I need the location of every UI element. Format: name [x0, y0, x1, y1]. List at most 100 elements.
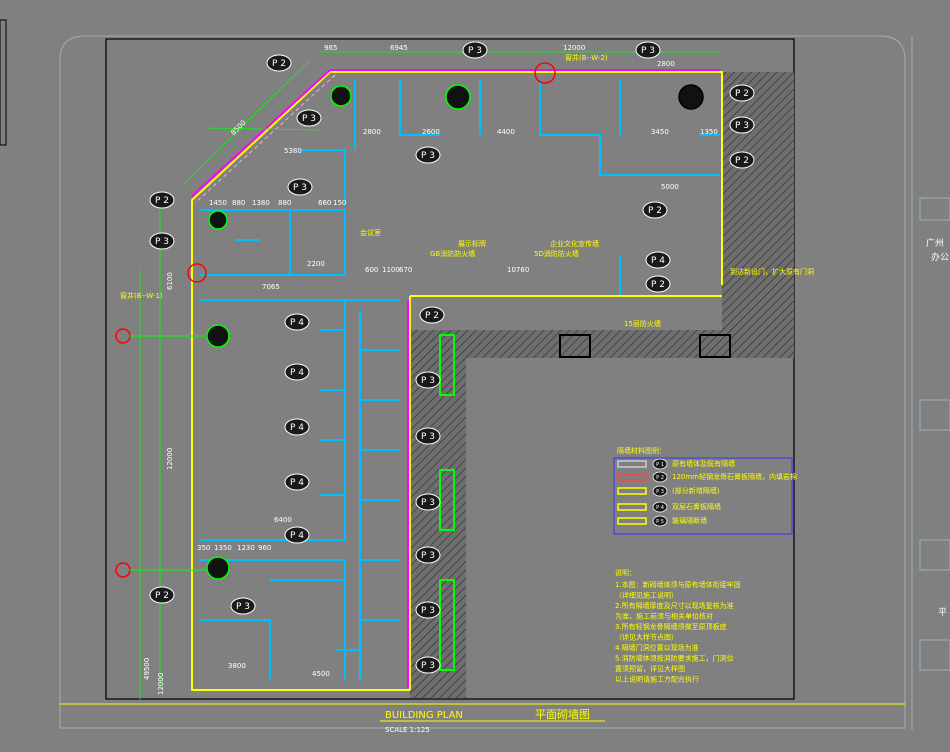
svg-text:P 3: P 3	[468, 46, 482, 56]
svg-text:P 3: P 3	[421, 661, 435, 671]
partition-tag-p4: P 4	[284, 473, 310, 491]
partition-tag-p3: P 3	[230, 597, 256, 615]
left-margin-box	[0, 19, 7, 146]
dim-top-3: 12000	[563, 44, 585, 52]
dim-r2-4: 880	[278, 199, 291, 207]
title-cn: 平面砌墙图	[535, 707, 590, 721]
legend-row: P 1 原有墙体及既有隔墙	[617, 458, 735, 470]
label-wall-a2: GB消防防火墙	[430, 249, 475, 258]
svg-text:P 3: P 3	[421, 606, 435, 616]
label-meeting: 会议室	[360, 228, 381, 237]
grid-markers	[115, 62, 556, 578]
partition-tag-p3: P 3	[296, 109, 322, 127]
partition-tag-p2: P 2	[645, 275, 671, 293]
partition-tag-p2: P 2	[642, 201, 668, 219]
partition-tag-p3: P 3	[729, 116, 755, 134]
svg-text:P 3: P 3	[656, 489, 664, 495]
svg-text:P 2: P 2	[735, 156, 749, 166]
svg-text:P 2: P 2	[272, 59, 286, 69]
label-wall-a: 展示标牌	[458, 239, 486, 248]
partition-tag-p3: P 3	[415, 601, 441, 619]
dim-r2-3: 1380	[252, 199, 270, 207]
plan-title: BUILDING PLAN 平面砌墙图 SCALE 1:125	[60, 703, 905, 734]
dim-top-2: 6945	[390, 44, 408, 52]
annotations: 窗井(B--W-2) 窗井(B--W-1) 展示标牌 GB消防防火墙 企业文化宣…	[120, 53, 814, 328]
svg-text:P 2: P 2	[155, 591, 169, 601]
svg-text:120mm轻钢龙骨石膏板隔墙，内填岩棉: 120mm轻钢龙骨石膏板隔墙，内填岩棉	[672, 472, 797, 481]
notes: 说明： 1.本图：新砌墙体须与原有墙体衔接牢固（详细见施工说明）2.所有隔墙厚度…	[615, 568, 741, 684]
column-5	[206, 324, 230, 348]
svg-text:P 3: P 3	[302, 114, 316, 124]
sheet-border	[59, 35, 906, 729]
svg-text:P 4: P 4	[290, 368, 304, 378]
partition-tag-p2: P 2	[419, 306, 445, 324]
svg-text:P 2: P 2	[155, 196, 169, 206]
partition-tag-p4: P 4	[645, 251, 671, 269]
partition-tag-p3: P 3	[415, 427, 441, 445]
svg-text:P 2: P 2	[425, 311, 439, 321]
grid-lines	[130, 335, 206, 571]
svg-text:P 3: P 3	[155, 237, 169, 247]
dim-r3-4: 600	[365, 266, 378, 274]
svg-text:P 4: P 4	[651, 256, 665, 266]
dim-r4-3: 4500	[312, 670, 330, 678]
note-lines: 1.本图：新砌墙体须与原有墙体衔接牢固（详细见施工说明）2.所有隔墙厚度及尺寸以…	[615, 580, 741, 684]
dim-r1-2: 2600	[422, 128, 440, 136]
note-line: （详细见施工说明）	[615, 591, 678, 600]
label-fire-wall: 15层防火墙	[624, 319, 661, 328]
partition-tag-p2: P 2	[149, 586, 175, 604]
partition-tag-p3: P 3	[287, 178, 313, 196]
exterior-walls	[191, 71, 723, 691]
svg-text:(部分新增隔墙): (部分新增隔墙)	[672, 486, 720, 495]
dim-b-1: 350	[197, 544, 210, 552]
svg-text:P 4: P 4	[290, 423, 304, 433]
partitions	[200, 80, 720, 680]
dim-b-3: 1230	[237, 544, 255, 552]
column-box-1	[559, 334, 591, 358]
label-window-top: 窗井(B--W-2)	[565, 53, 608, 62]
dim-r2-1: 1450	[209, 199, 227, 207]
column-2	[445, 84, 471, 110]
dim-r2-5: 660	[318, 199, 331, 207]
notes-title: 说明：	[615, 568, 636, 577]
note-line: 2.所有隔墙厚度及尺寸以现场复核为准	[615, 601, 734, 610]
svg-text:原有墙体及既有隔墙: 原有墙体及既有隔墙	[672, 459, 735, 468]
dim-left-6100: 6100	[166, 272, 174, 290]
dim-r3-5: 1100	[382, 266, 400, 274]
column-1	[330, 85, 352, 107]
svg-text:P 4: P 4	[656, 505, 664, 511]
hatched-core-lower	[410, 330, 466, 698]
svg-text:P 1: P 1	[656, 462, 664, 468]
partition-tag-p4: P 4	[284, 313, 310, 331]
column-box-2	[699, 334, 731, 358]
legend-row: P 3 (部分新增隔墙)	[617, 485, 720, 497]
dim-top-4: 2800	[657, 60, 675, 68]
dim-r4-5: 5380	[284, 147, 302, 155]
tb-line2: 办公	[931, 251, 949, 263]
dim-left-12000b: 12000	[157, 673, 165, 695]
note-line: 5.消防墙体须按消防要求施工，门洞位	[615, 654, 734, 663]
note-line: 3.所有轻钢龙骨隔墙须做至原顶板底	[615, 622, 727, 631]
partition-tag-p3: P 3	[415, 546, 441, 564]
label-emergency: 到达新设门，扩大原有门洞	[730, 267, 814, 276]
dim-r1-1: 2800	[363, 128, 381, 136]
partition-tag-p2: P 2	[729, 151, 755, 169]
dim-r2-2: 880	[232, 199, 245, 207]
dim-r1-3: 4400	[497, 128, 515, 136]
note-line: （详见大样节点图）	[615, 633, 678, 642]
dim-left-12000a: 12000	[166, 448, 174, 470]
title-en: BUILDING PLAN	[385, 710, 463, 721]
dim-b-2: 1350	[214, 544, 232, 552]
svg-text:P 2: P 2	[651, 280, 665, 290]
partition-tag-p3: P 3	[415, 493, 441, 511]
dimension-texts: 965 6945 12000 2800 8500 49500 12000 120…	[143, 44, 718, 695]
partition-tag-p3: P 3	[149, 232, 175, 250]
drawing-frame	[105, 38, 795, 700]
svg-text:P 3: P 3	[421, 498, 435, 508]
partition-tag-p2: P 2	[729, 84, 755, 102]
svg-text:P 4: P 4	[290, 318, 304, 328]
dim-r1-5: 1350	[700, 128, 718, 136]
